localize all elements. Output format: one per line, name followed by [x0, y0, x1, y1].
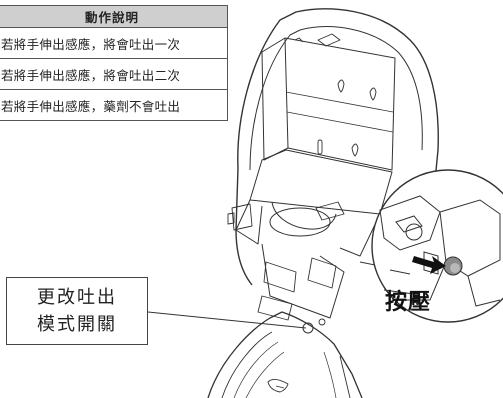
callout-line: 模式開關 [37, 314, 117, 335]
callout-leader [147, 311, 307, 329]
table-header: 動作說明 [0, 5, 228, 28]
table-row: 若將手伸出感應，將會吐出二次 [0, 58, 228, 90]
press-label: 按壓 [385, 290, 432, 315]
callout-line: 更改吐出 [37, 287, 117, 308]
table-row: 若將手伸出感應，將會吐出一次 [0, 27, 228, 59]
table-row: 若將手伸出感應，藥劑不會吐出 [0, 89, 228, 121]
dispenser-body [207, 8, 439, 398]
zoom-detail [371, 169, 503, 323]
action-description-table: 動作說明 若將手伸出感應，將會吐出一次 若將手伸出感應，將會吐出二次 若將手伸出… [0, 5, 228, 121]
mode-switch-callout: 更改吐出 模式開關 [6, 277, 148, 345]
